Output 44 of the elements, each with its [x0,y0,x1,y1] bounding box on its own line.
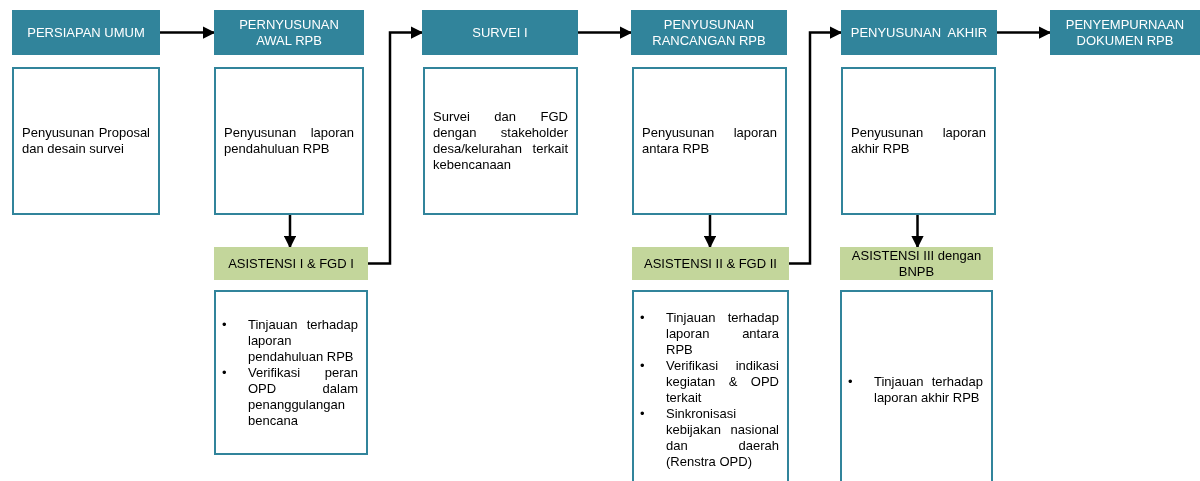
arrow [703,215,717,249]
description-box [423,67,578,215]
description-box [632,67,787,215]
description-text: Penyusunan Proposal dan desain survei [22,125,150,157]
stage-header [12,10,160,55]
bullet-item: • Verifikasi indikasi kegiatan & OPD terkait [640,358,779,406]
arrow [283,215,297,249]
arrow [160,26,216,39]
stage-header [841,10,997,55]
bullet-item: • Verifikasi peran OPD dalam penanggulangan bencana [222,364,358,429]
description-box [841,67,996,215]
assistance-text: ASISTENSI I & FGD I [228,255,354,272]
arrow [368,26,424,265]
description-text: Penyusunan laporan pendahuluan RPB [224,125,354,157]
bullet-item: • Sinkronisasi kebijakan nasional dan daerah (Renstra OPD) [640,406,779,470]
stage-header [631,10,787,55]
bullet-item: • Tinjauan terhadap laporan antara RPB [640,310,779,358]
description-text: Penyusunan laporan antara RPB [642,125,777,157]
header-text: PERSIAPAN UMUM [27,24,145,41]
header-text: SURVEI I [472,24,528,41]
arrow [789,26,843,265]
header-text: PENYUSUNAN AKHIR [850,24,988,41]
assistance-text: ASISTENSI III dengan BNPB [850,247,983,280]
bullet-item: • Tinjauan terhadap laporan pendahuluan RPB [222,316,358,365]
bullet-list-box [632,290,789,481]
assistance-label-box [214,247,368,280]
bullet-list-box [840,290,993,481]
bullet-list-box [214,290,368,455]
header-text: PERNYUSUNAN AWAL RPB [238,16,340,49]
description-box [214,67,364,215]
assistance-label-box [632,247,789,280]
description-box [12,67,160,215]
description-text: Penyusunan laporan akhir RPB [851,125,986,157]
header-text: PENYEMPURNAAN DOKUMEN RPB [1064,16,1186,49]
assistance-text: ASISTENSI II & FGD II [644,255,777,272]
arrow [578,26,633,39]
header-text: PENYUSUNAN RANCANGAN RPB [651,16,767,49]
bullet-item: • Tinjauan terhadap laporan akhir RPB [848,374,983,406]
stage-header [1050,10,1200,55]
stage-header [214,10,364,55]
stage-header [422,10,578,55]
description-text: Survei dan FGD dengan stakeholder desa/kelurahan terkait kebencanaan [433,109,568,173]
arrow [997,26,1052,39]
arrow [911,215,924,249]
